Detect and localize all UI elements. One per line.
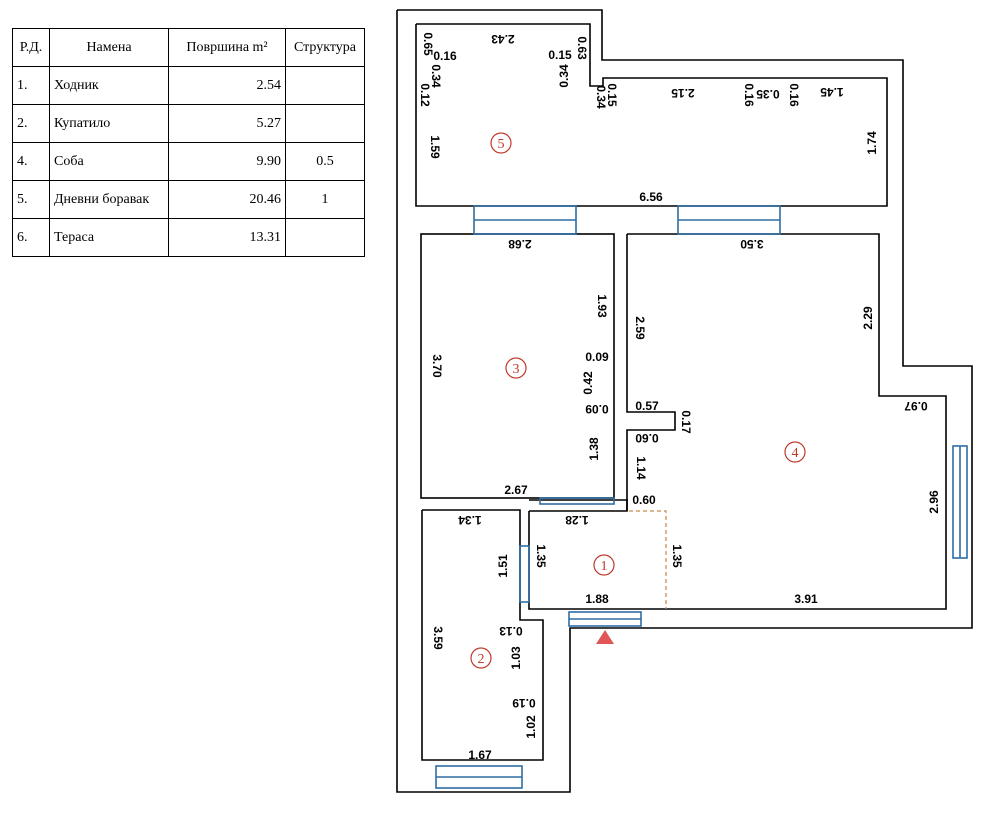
dimension-label: 0.19 bbox=[512, 696, 536, 710]
dimension-label: 6.56 bbox=[639, 190, 663, 204]
row-area: 2.54 bbox=[168, 66, 286, 105]
dimension-label: 0.17 bbox=[679, 410, 693, 434]
dimension-label: 0.60 bbox=[635, 431, 659, 445]
table-row: 1. Ходник 2.54 bbox=[12, 66, 365, 105]
room-number-4: 4 bbox=[792, 446, 799, 461]
dimension-label: 0.09 bbox=[585, 350, 609, 364]
dimension-label: 3.50 bbox=[740, 237, 764, 251]
room-4-inner-wall bbox=[626, 234, 676, 511]
dimension-label: 1.14 bbox=[634, 456, 648, 480]
dimension-label: 1.34 bbox=[458, 513, 482, 527]
row-area: 5.27 bbox=[168, 104, 286, 143]
col-header-num: Р.Д. bbox=[12, 28, 50, 67]
row-name: Соба bbox=[49, 142, 169, 181]
table-row: 5. Дневни боравак 20.46 1 bbox=[12, 180, 365, 219]
room-number-circle bbox=[490, 132, 512, 154]
dimension-label: 1.28 bbox=[565, 513, 589, 527]
dimension-label: 2.59 bbox=[633, 316, 647, 340]
dimension-label: 0.63 bbox=[575, 36, 589, 60]
dimension-label: 0.34 bbox=[594, 85, 608, 109]
room-number-circle bbox=[784, 441, 806, 463]
row-area: 13.31 bbox=[168, 218, 286, 257]
dimension-label: 0.35 bbox=[756, 87, 780, 101]
dimension-label: 1.88 bbox=[585, 592, 609, 606]
dimension-label: 1.03 bbox=[509, 646, 523, 670]
dimension-label: 0.12 bbox=[418, 83, 432, 107]
row-name: Ходник bbox=[49, 66, 169, 105]
dimension-label: 2.68 bbox=[508, 237, 532, 251]
dimension-label: 2.67 bbox=[504, 483, 528, 497]
room-1-outline bbox=[528, 511, 666, 610]
dimension-label: 1.93 bbox=[595, 294, 609, 318]
dimension-label: 2.96 bbox=[927, 490, 941, 514]
room-number-circle bbox=[470, 647, 492, 669]
room-1-dashed-boundary bbox=[629, 510, 667, 609]
room-labels: 5 3 4 1 2 bbox=[470, 132, 806, 669]
dimension-labels: 2.43 0.63 0.65 0.16 0.34 0.15 0.34 0.12 … bbox=[418, 32, 941, 762]
row-num: 5. bbox=[12, 180, 50, 219]
dimension-label: 1.35 bbox=[670, 544, 684, 568]
door-hall-room3 bbox=[539, 497, 615, 505]
dimension-label: 1.45 bbox=[820, 85, 844, 99]
dimension-label: 0.15 bbox=[605, 83, 619, 107]
dimension-label: 0.65 bbox=[421, 32, 435, 56]
dimension-label: 0.34 bbox=[429, 64, 443, 88]
row-name: Тераса bbox=[49, 218, 169, 257]
dimension-label: 1.67 bbox=[468, 748, 492, 762]
dimension-label: 0.13 bbox=[499, 624, 523, 638]
dimension-label: 3.70 bbox=[430, 354, 444, 378]
dimension-label: 2.43 bbox=[491, 32, 515, 46]
col-header-name: Намена bbox=[49, 28, 169, 67]
dimension-label: 1.38 bbox=[587, 437, 601, 461]
room-number-5: 5 bbox=[498, 137, 505, 152]
room-number-circle bbox=[593, 554, 615, 576]
dimension-label: 1.35 bbox=[534, 544, 548, 568]
dimension-label: 1.02 bbox=[524, 715, 538, 739]
row-name: Дневни боравак bbox=[49, 180, 169, 219]
row-area: 9.90 bbox=[168, 142, 286, 181]
entrance-marker bbox=[596, 630, 614, 644]
table-header-row: Р.Д. Намена Површина m² Структура bbox=[12, 28, 365, 67]
dimension-label: 0.60 bbox=[632, 493, 656, 507]
row-structure bbox=[285, 66, 365, 105]
dimension-label: 1.51 bbox=[496, 554, 510, 578]
dimension-label: 0.15 bbox=[548, 48, 572, 62]
dimension-label: 2.29 bbox=[861, 306, 875, 330]
dimension-label: 0.09 bbox=[585, 402, 609, 416]
col-header-structure: Структура bbox=[285, 28, 365, 67]
dimension-label: 3.91 bbox=[794, 592, 818, 606]
walls bbox=[396, 9, 973, 793]
room-4-walls bbox=[627, 233, 947, 610]
room-number-2: 2 bbox=[478, 652, 485, 667]
row-num: 6. bbox=[12, 218, 50, 257]
room-1-walls bbox=[529, 499, 628, 512]
row-area: 20.46 bbox=[168, 180, 286, 219]
dimension-label: 0.34 bbox=[557, 64, 571, 88]
room-area-table: Р.Д. Намена Површина m² Структура 1. Ход… bbox=[12, 28, 365, 257]
dimension-label: 0.16 bbox=[742, 83, 756, 107]
dimension-label: 0.97 bbox=[904, 399, 928, 413]
row-structure bbox=[285, 104, 365, 143]
door-hall-bath bbox=[519, 545, 530, 603]
room-number-1: 1 bbox=[601, 559, 608, 574]
dimension-label: 0.16 bbox=[433, 49, 457, 63]
room-2-walls bbox=[421, 509, 544, 761]
windows bbox=[435, 205, 968, 789]
dimension-label: 0.42 bbox=[581, 371, 595, 395]
room-5-walls bbox=[415, 23, 888, 207]
room-number-3: 3 bbox=[513, 362, 520, 377]
dimension-label: 1.74 bbox=[865, 131, 879, 155]
row-structure bbox=[285, 218, 365, 257]
dimension-label: 0.16 bbox=[787, 83, 801, 107]
room-number-circle bbox=[505, 357, 527, 379]
dimension-label: 1.59 bbox=[428, 135, 442, 159]
row-num: 4. bbox=[12, 142, 50, 181]
dimension-label: 0.57 bbox=[635, 399, 659, 413]
outer-terrace-boundary bbox=[396, 9, 973, 793]
dimension-label: 3.59 bbox=[431, 626, 445, 650]
dimension-label: 2.15 bbox=[671, 86, 695, 100]
table-row: 6. Тераса 13.31 bbox=[12, 218, 365, 257]
